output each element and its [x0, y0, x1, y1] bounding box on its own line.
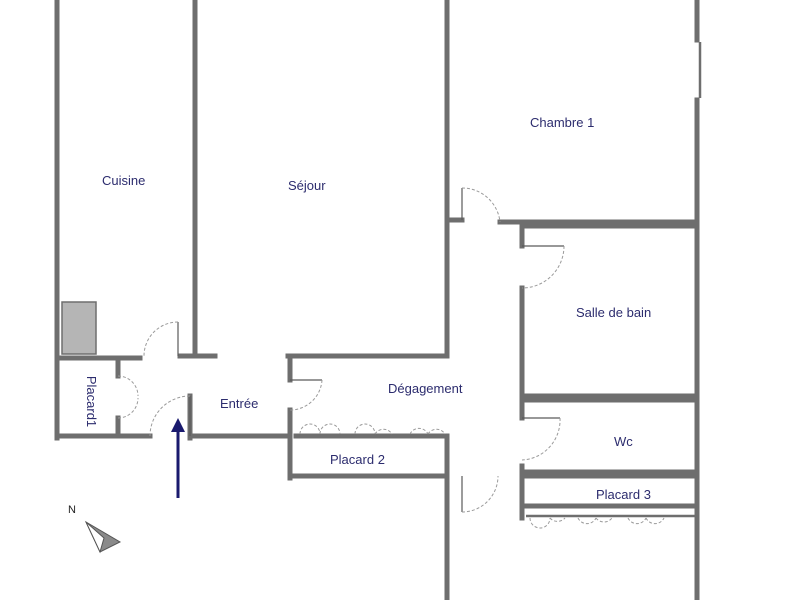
room-label-salle-de-bain: Salle de bain	[576, 305, 652, 320]
room-label-chambre1: Chambre 1	[530, 115, 595, 130]
room-label-cuisine: Cuisine	[102, 173, 146, 188]
room-label-sejour: Séjour	[288, 178, 326, 193]
room-cuisine-walls	[54, 0, 218, 441]
kitchen-fixture	[61, 301, 97, 355]
compass-north-label: N	[68, 504, 76, 516]
door-swings	[117, 187, 665, 529]
room-degagement-walls	[287, 223, 700, 600]
wet-rooms-walls	[523, 393, 700, 518]
room-label-placard3: Placard 3	[596, 487, 651, 502]
room-label-placard2: Placard 2	[330, 452, 385, 467]
room-label-degagement: Dégagement	[388, 381, 463, 396]
room-label-placard1: Placard1	[84, 375, 100, 428]
room-label-entree: Entrée	[220, 396, 259, 411]
room-label-wc: Wc	[614, 434, 633, 449]
entrance-arrow-icon	[171, 418, 185, 498]
north-arrow-icon	[84, 520, 122, 554]
room-chambre1-walls	[444, 0, 702, 600]
room-sejour-walls	[285, 0, 450, 359]
